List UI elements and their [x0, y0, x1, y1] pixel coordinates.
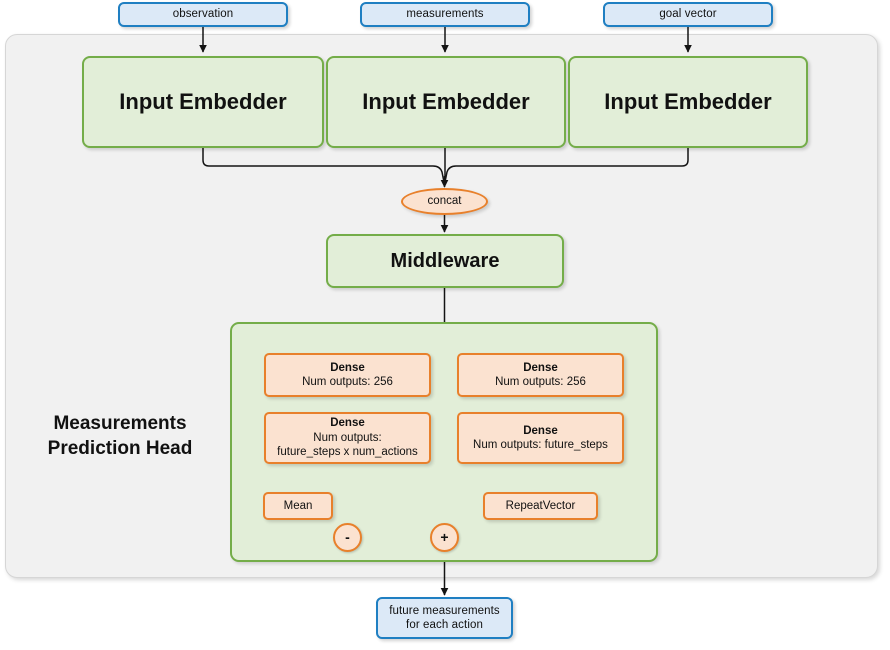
input-box-measurements-label: measurements	[406, 8, 484, 21]
input-embedder-1-label: Input Embedder	[119, 89, 287, 115]
output-box-line1: future measurements	[389, 604, 500, 617]
concat-node[interactable]: concat	[401, 188, 488, 215]
repeat-vector-label: RepeatVector	[505, 499, 576, 512]
mean-label: Mean	[283, 499, 313, 512]
middleware-node[interactable]: Middleware	[326, 234, 564, 288]
left-dense-256[interactable]: Dense Num outputs: 256	[264, 353, 431, 397]
right-dense-future-title: Dense	[523, 424, 558, 437]
input-embedder-3-label: Input Embedder	[604, 89, 772, 115]
middleware-label: Middleware	[390, 249, 500, 272]
head-title-line1: Measurements	[53, 413, 187, 434]
add-operator[interactable]: +	[430, 523, 459, 552]
output-box-line2: for each action	[406, 619, 483, 631]
left-dense-future-title: Dense	[330, 417, 365, 430]
left-dense-future-outputs-line2: future_steps x num_actions	[277, 446, 418, 459]
right-dense-future-steps[interactable]: Dense Num outputs: future_steps	[457, 412, 624, 464]
input-embedder-2-label: Input Embedder	[362, 89, 530, 115]
head-title-line2: Prediction Head	[47, 437, 193, 459]
left-dense-future-outputs-line1: Num outputs:	[313, 431, 382, 444]
add-operator-symbol: +	[440, 528, 449, 545]
input-box-measurements[interactable]: measurements	[360, 2, 530, 27]
output-box-future-measurements[interactable]: future measurements for each action	[376, 597, 513, 639]
right-dense-256-title: Dense	[523, 361, 558, 374]
subtract-operator[interactable]: -	[333, 523, 362, 552]
input-embedder-1[interactable]: Input Embedder	[82, 56, 324, 148]
subtract-operator-symbol: -	[345, 528, 350, 545]
input-embedder-2[interactable]: Input Embedder	[326, 56, 566, 148]
input-box-observation-label: observation	[172, 8, 234, 21]
right-dense-256[interactable]: Dense Num outputs: 256	[457, 353, 624, 397]
left-dense-256-title: Dense	[330, 361, 365, 374]
repeat-vector-node[interactable]: RepeatVector	[483, 492, 598, 520]
mean-node[interactable]: Mean	[263, 492, 333, 520]
input-box-goal-vector[interactable]: goal vector	[603, 2, 773, 27]
right-dense-future-outputs: Num outputs: future_steps	[473, 439, 608, 451]
wire-embedder3-to-concat	[444, 148, 689, 183]
input-box-observation[interactable]: observation	[118, 2, 288, 27]
left-dense-256-outputs: Num outputs: 256	[302, 376, 393, 388]
input-box-goal-vector-label: goal vector	[659, 8, 717, 21]
input-embedder-3[interactable]: Input Embedder	[568, 56, 808, 148]
left-dense-future-steps-actions[interactable]: Dense Num outputs: future_steps x num_ac…	[264, 412, 431, 464]
wire-embedder1-to-concat	[202, 148, 445, 183]
right-dense-256-outputs: Num outputs: 256	[495, 376, 586, 388]
concat-label: concat	[427, 195, 462, 208]
measurements-prediction-head-title: Measurements Prediction Head	[18, 412, 222, 461]
